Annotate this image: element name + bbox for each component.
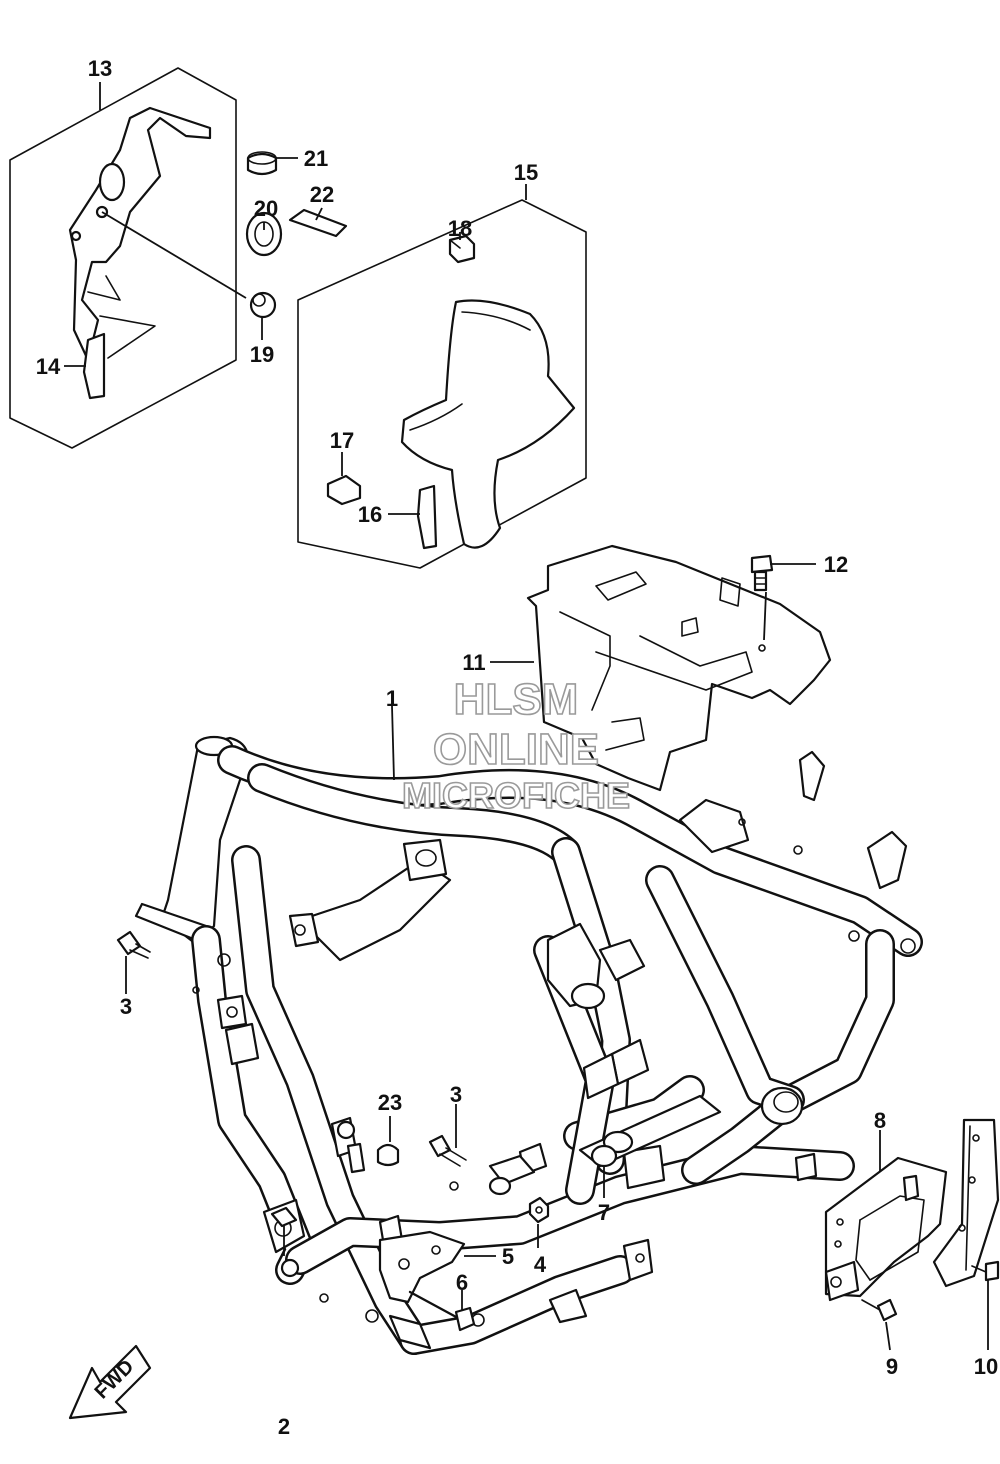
- part-22-strip: [288, 208, 348, 238]
- callout-9: 9: [886, 1354, 898, 1379]
- callout-2: 2: [278, 1414, 290, 1439]
- callout-12: 12: [824, 552, 848, 577]
- callout-15: 15: [514, 160, 538, 185]
- callout-14: 14: [36, 354, 61, 379]
- group-15-box: [297, 199, 587, 569]
- callout-17: 17: [330, 428, 354, 453]
- part-18-cushion: [448, 234, 476, 264]
- callout-16: 16: [358, 502, 382, 527]
- callout-11: 11: [462, 650, 485, 675]
- callout-3b: 3: [450, 1082, 462, 1107]
- callout-18: 18: [448, 216, 472, 241]
- callout-21: 21: [304, 146, 328, 171]
- part-6-bolt: [408, 1290, 476, 1332]
- callout-6: 6: [456, 1270, 468, 1295]
- part-5-bracket: [378, 1230, 466, 1304]
- watermark-line-1: HLSM: [454, 675, 579, 724]
- part-3-bolt-a: [116, 930, 151, 959]
- fwd-arrow-icon: FWD: [68, 1344, 152, 1420]
- callout-23: 23: [378, 1090, 402, 1115]
- part-19-grommet: [249, 291, 277, 319]
- callout-10: 10: [974, 1354, 998, 1379]
- part-21-cushion: [246, 151, 278, 176]
- part-13-cover: [68, 106, 247, 362]
- part-9-bolt: [861, 1298, 898, 1322]
- part-20-grommet: [245, 211, 283, 257]
- part-14-pad: [82, 332, 106, 400]
- group-13-box: [9, 67, 237, 449]
- watermark-line-3: MICROFICHE: [402, 775, 630, 816]
- watermark-line-2: ONLINE: [433, 725, 599, 774]
- callout-7: 7: [598, 1200, 610, 1225]
- callout-labels: 13 14 21 22 20 19 15 18 17 16 11 12 1 3 …: [36, 56, 998, 1439]
- part-23-plug: [376, 1143, 400, 1167]
- part-3-bolt-b: [428, 1134, 467, 1167]
- part-15-seat-cover: [400, 299, 576, 549]
- part-17-cushion: [326, 474, 362, 506]
- watermark: HLSM ONLINE MICROFICHE: [401, 674, 631, 817]
- part-10-bolt: [971, 1260, 1000, 1282]
- callout-20: 20: [254, 196, 278, 221]
- callout-5: 5: [502, 1244, 514, 1269]
- part-12-bolt: [750, 554, 774, 592]
- part-8-plate: [932, 1118, 1000, 1288]
- part-7-spacer: [449, 1144, 618, 1196]
- part-1-frame: [134, 735, 923, 1355]
- part-11-battery-box: [526, 544, 832, 792]
- callout-8: 8: [874, 1108, 886, 1133]
- callout-13: 13: [88, 56, 112, 81]
- part-2-bolt: [270, 1206, 298, 1256]
- callout-4: 4: [534, 1252, 547, 1277]
- callout-22: 22: [310, 182, 334, 207]
- part-16-pad: [416, 484, 438, 550]
- part-8-bracket: [824, 1156, 948, 1302]
- leader-lines: [64, 82, 989, 1351]
- part-4-nut: [528, 1196, 550, 1224]
- callout-1: 1: [386, 686, 398, 711]
- callout-3a: 3: [120, 994, 132, 1019]
- callout-19: 19: [250, 342, 274, 367]
